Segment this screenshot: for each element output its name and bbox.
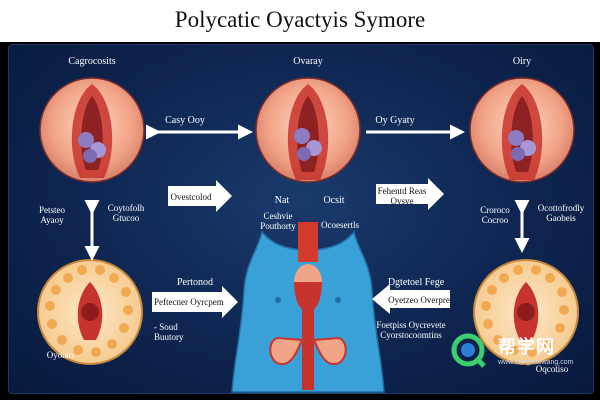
ovary-right xyxy=(469,77,575,183)
top-right-arrow-label: Oy Gyaty xyxy=(375,115,415,126)
ovary-middle-label: Ovaray xyxy=(293,56,323,67)
arrows xyxy=(84,124,530,261)
bottom-right-title: Dgtetoel Fege xyxy=(387,277,445,288)
watermark-logo xyxy=(451,333,486,368)
top-left-arrow-label: Casy Ooy xyxy=(165,115,205,126)
center-right-word: Ocsit xyxy=(323,195,345,206)
center-left-word: Nat xyxy=(274,195,290,206)
tissue-right xyxy=(473,259,579,365)
page-title: Polycatic Oyactyis Symore xyxy=(174,7,426,32)
body-figure xyxy=(231,222,385,393)
ovary-left-label: Cagrocosits xyxy=(68,56,116,67)
ovary-left xyxy=(39,77,145,183)
middle-left-box-label: Ovestcolod xyxy=(170,192,212,202)
ovary-middle xyxy=(255,77,361,183)
center-sub-right: Ocoesertls xyxy=(321,220,359,230)
title-band xyxy=(0,0,600,42)
bottom-left-title: Pertonod xyxy=(176,277,214,288)
tissue-left xyxy=(37,259,143,365)
bottom-left-box-label: Peftecner Oyrcpem xyxy=(154,297,224,307)
left-circle-caption: Oyotao xyxy=(46,350,74,360)
block-arrows xyxy=(152,178,450,318)
bottom-right-box-label: Oyetzeo Overpre xyxy=(388,295,450,305)
right-circle-caption: Oqcotiso xyxy=(535,364,569,374)
ovary-right-label: Oiry xyxy=(512,56,532,67)
watermark-text: 帮学网 www.bangxuewang.com xyxy=(498,337,574,366)
